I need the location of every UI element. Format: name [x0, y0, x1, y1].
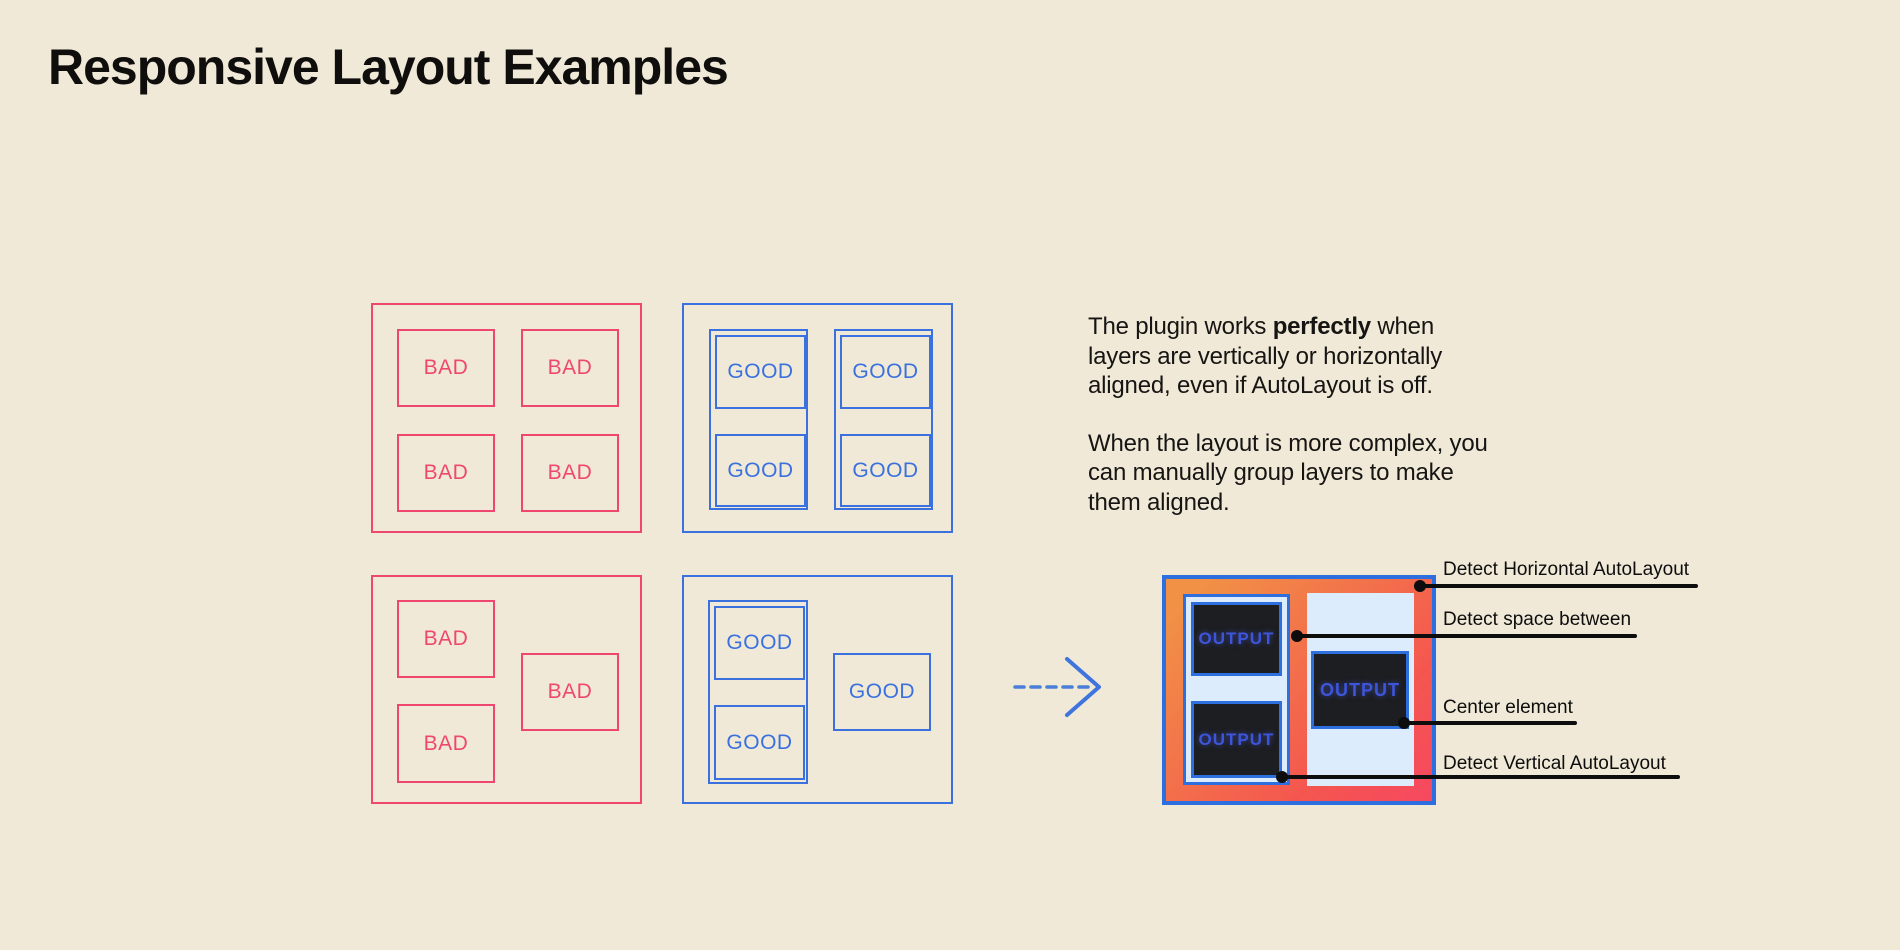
bad-box: BAD	[397, 600, 495, 678]
description-line: can manually group layers to make	[1088, 459, 1454, 486]
annotation-dot	[1398, 717, 1410, 729]
description-line: them aligned.	[1088, 488, 1230, 516]
annotation-label: Detect space between	[1443, 609, 1632, 630]
good-group: GOOD GOOD	[834, 329, 933, 510]
description-segment: The plugin works	[1088, 313, 1273, 340]
annotation-label: Detect Horizontal AutoLayout	[1443, 559, 1690, 580]
description-text: The plugin works perfectly when layers a…	[1088, 312, 1568, 517]
good-box: GOOD	[840, 434, 931, 507]
annotation-dot	[1414, 580, 1426, 592]
bad-box: BAD	[521, 434, 619, 512]
output-center-panel: OUTPUT	[1307, 593, 1414, 786]
bad-box: BAD	[397, 704, 495, 783]
description-line: aligned, even if AutoLayout is off.	[1088, 372, 1433, 399]
output-box: OUTPUT	[1191, 701, 1282, 778]
good-box: GOOD	[714, 606, 805, 680]
annotation-dot	[1291, 630, 1303, 642]
output-result-box: OUTPUT OUTPUT OUTPUT	[1162, 575, 1436, 805]
bad-aligned-panel: BAD BAD BAD BAD	[371, 303, 642, 533]
annotation-dot	[1276, 771, 1288, 783]
good-box: GOOD	[715, 335, 806, 409]
page-title: Responsive Layout Examples	[48, 39, 729, 95]
annotation-line	[1404, 721, 1577, 725]
good-aligned-panel: GOOD GOOD GOOD GOOD	[682, 303, 953, 533]
good-group: GOOD GOOD	[708, 600, 808, 784]
good-box: GOOD	[715, 434, 806, 507]
description-segment: when	[1370, 313, 1434, 340]
description-line: The plugin works perfectly when	[1088, 312, 1568, 342]
description-line: layers are vertically or horizontally	[1088, 342, 1443, 370]
good-box: GOOD	[833, 653, 931, 731]
bad-box: BAD	[397, 329, 495, 407]
description-line: When the layout is more complex, you	[1088, 429, 1488, 457]
paragraph-gap	[1088, 401, 1568, 429]
annotation-label: Detect Vertical AutoLayout	[1443, 753, 1666, 774]
output-vertical-group: OUTPUT OUTPUT	[1183, 594, 1290, 785]
output-box: OUTPUT	[1311, 651, 1409, 729]
description-segment-bold: perfectly	[1272, 313, 1371, 340]
good-box: GOOD	[840, 335, 931, 409]
output-box: OUTPUT	[1191, 602, 1282, 676]
good-group: GOOD GOOD	[709, 329, 808, 510]
bad-staggered-panel: BAD BAD BAD	[371, 575, 642, 804]
transform-arrow-icon	[1013, 657, 1101, 717]
good-box: GOOD	[714, 705, 805, 780]
bad-box: BAD	[397, 434, 495, 512]
annotation-line	[1420, 584, 1698, 588]
annotation-label: Center element	[1443, 697, 1573, 718]
annotation-line	[1297, 634, 1637, 638]
annotation-line	[1282, 775, 1680, 779]
bad-box: BAD	[521, 329, 619, 407]
good-grouped-panel: GOOD GOOD GOOD	[682, 575, 953, 804]
bad-box: BAD	[521, 653, 619, 731]
